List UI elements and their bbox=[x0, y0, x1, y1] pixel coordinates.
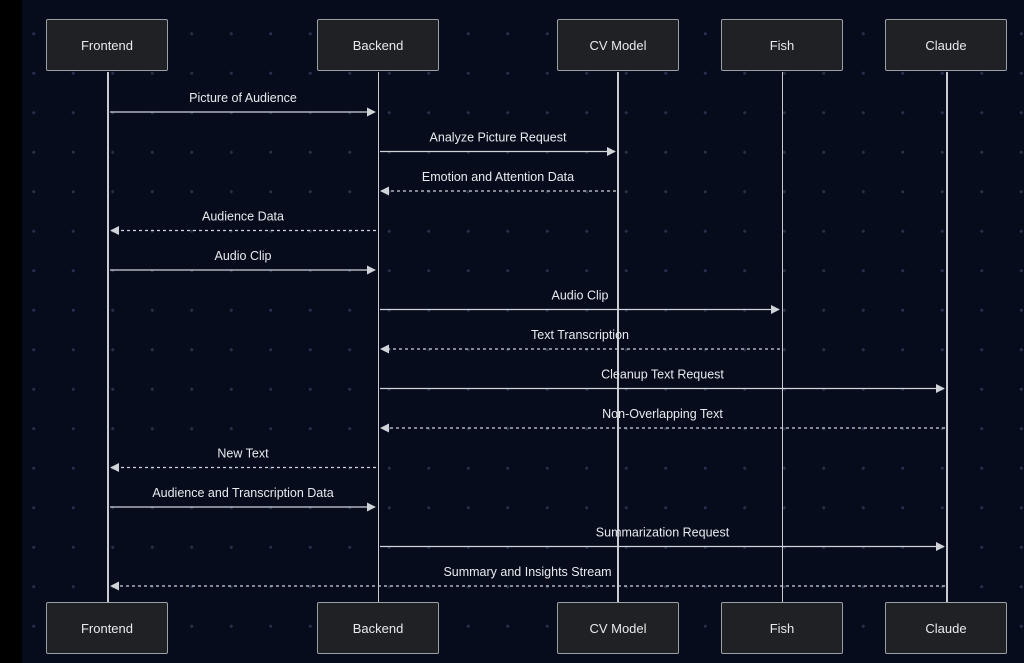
message: Emotion and Attention Data bbox=[380, 170, 616, 196]
message-label: Picture of Audience bbox=[189, 91, 297, 105]
message: Summary and Insights Stream bbox=[110, 565, 945, 591]
message: Non-Overlapping Text bbox=[380, 407, 945, 433]
message-label: Audience Data bbox=[202, 210, 284, 224]
message-label: Audio Clip bbox=[215, 249, 272, 263]
message: New Text bbox=[110, 447, 376, 472]
message-label: Analyze Picture Request bbox=[430, 131, 567, 145]
lifeline-fish bbox=[781, 72, 783, 602]
actor-cv-model-top: CV Model bbox=[557, 19, 679, 71]
actor-cv-model-bottom: CV Model bbox=[557, 602, 679, 654]
actor-backend-bottom: Backend bbox=[317, 602, 439, 654]
message-label: Non-Overlapping Text bbox=[602, 407, 723, 421]
message-label: Emotion and Attention Data bbox=[422, 170, 574, 184]
message: Audio Clip bbox=[380, 289, 780, 314]
diagram-board bbox=[22, 0, 1024, 663]
message-label: Cleanup Text Request bbox=[601, 368, 724, 382]
message: Audio Clip bbox=[110, 249, 376, 275]
message: Audience Data bbox=[110, 210, 376, 235]
message: Text Transcription bbox=[380, 328, 780, 354]
actor-backend-top: Backend bbox=[317, 19, 439, 71]
message: Summarization Request bbox=[380, 526, 945, 551]
message: Picture of Audience bbox=[110, 91, 376, 117]
message-label: Text Transcription bbox=[531, 328, 629, 342]
actor-frontend-top: Frontend bbox=[46, 19, 168, 71]
message-label: Summarization Request bbox=[596, 526, 730, 540]
message-label: Summary and Insights Stream bbox=[443, 565, 611, 579]
lifeline-cv-model bbox=[617, 72, 619, 602]
actor-claude-bottom: Claude bbox=[885, 602, 1007, 654]
actor-frontend-bottom: Frontend bbox=[46, 602, 168, 654]
lifeline-backend bbox=[377, 72, 379, 602]
message: Analyze Picture Request bbox=[380, 131, 616, 156]
message-label: New Text bbox=[217, 447, 269, 461]
lifeline-claude bbox=[946, 72, 948, 602]
message-label: Audience and Transcription Data bbox=[152, 486, 333, 500]
actor-fish-bottom: Fish bbox=[721, 602, 843, 654]
lifeline-frontend bbox=[107, 72, 109, 602]
message: Cleanup Text Request bbox=[380, 368, 945, 393]
message-label: Audio Clip bbox=[552, 289, 609, 303]
actor-claude-top: Claude bbox=[885, 19, 1007, 71]
actor-fish-top: Fish bbox=[721, 19, 843, 71]
message: Audience and Transcription Data bbox=[110, 486, 376, 512]
